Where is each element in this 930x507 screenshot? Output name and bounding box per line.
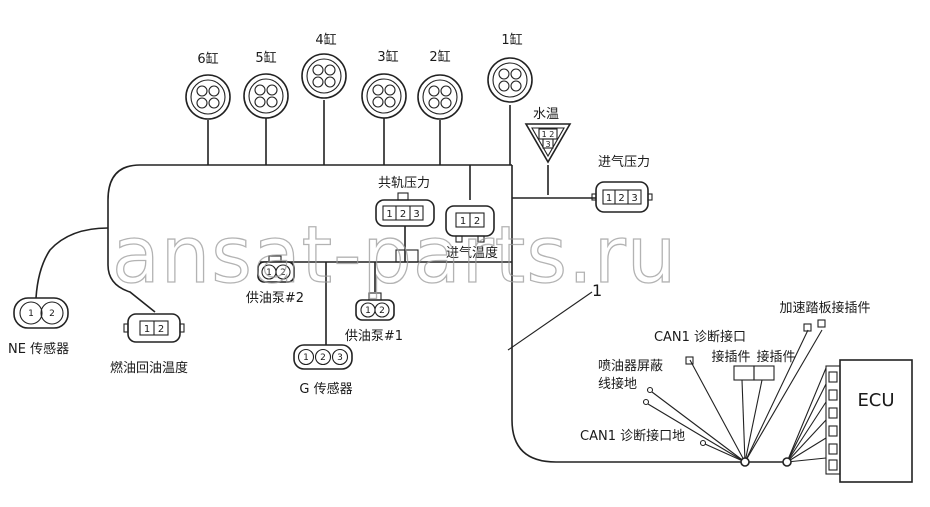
ne-sensor-connector: 1 2 — [13, 297, 69, 329]
svg-text:2: 2 — [320, 353, 326, 363]
intake-temp-label: 进气温度 — [446, 245, 498, 261]
intake-pressure-sensor: 1 2 3 — [591, 181, 653, 213]
intake-temp-sensor: 1 2 — [445, 205, 495, 243]
svg-text:2: 2 — [280, 268, 286, 278]
svg-text:1: 1 — [606, 193, 612, 204]
injector-3 — [361, 73, 407, 119]
injector-6-label: 6缸 — [197, 51, 218, 67]
ecu-label: ECU — [857, 390, 894, 411]
injector-shield-ground-label-line1: 喷油器屏蔽 — [598, 359, 663, 374]
svg-text:2: 2 — [379, 306, 385, 316]
svg-text:2: 2 — [400, 209, 406, 220]
injector-4-label: 4缸 — [315, 32, 336, 48]
watermark-text: ansat-parts.ru — [112, 211, 677, 301]
water-temp-sensor: 1 2 3 — [524, 123, 572, 164]
injector-5-label: 5缸 — [255, 50, 276, 66]
injector-4 — [301, 53, 347, 99]
svg-text:3: 3 — [631, 193, 637, 204]
ne-sensor-label: NE 传感器 — [8, 341, 69, 357]
svg-text:2: 2 — [158, 324, 164, 335]
splice-box — [395, 249, 419, 263]
fuel-return-temp-connector: 1 2 — [123, 313, 185, 343]
svg-text:1: 1 — [144, 324, 150, 335]
injector-2 — [417, 74, 463, 120]
injector-1 — [487, 57, 533, 103]
accel-pedal-label: 加速踏板接插件 — [779, 300, 870, 316]
injector-5 — [243, 73, 289, 119]
svg-text:1: 1 — [303, 353, 309, 363]
plug-b-label: 接插件 — [756, 349, 795, 365]
injector-2-label: 2缸 — [429, 49, 450, 65]
injector-6 — [185, 74, 231, 120]
can1-diag-ground-label: CAN1 诊断接口地 — [580, 428, 685, 444]
svg-text:2: 2 — [618, 193, 624, 204]
svg-text:1: 1 — [386, 209, 392, 220]
ecu-unit — [825, 359, 913, 483]
fuel-return-temp-label: 燃油回油温度 — [110, 360, 188, 376]
branch-to-ne — [35, 227, 109, 299]
injector-shield-ground-label-line2: 线接地 — [598, 376, 637, 392]
upper-harness-trunk — [107, 164, 512, 313]
injector-3-label: 3缸 — [377, 49, 398, 65]
g-sensor-label: G 传感器 — [299, 381, 352, 397]
fuel-pump-1-label: 供油泵#1 — [345, 329, 403, 344]
svg-text:3: 3 — [413, 209, 419, 220]
svg-text:3: 3 — [337, 353, 343, 363]
rail-pressure-sensor: 1 2 3 — [375, 192, 435, 227]
svg-text:1: 1 — [28, 309, 34, 319]
intake-pressure-label: 进气压力 — [598, 154, 650, 170]
right-harness-trunk — [511, 165, 745, 463]
svg-text:3: 3 — [545, 140, 550, 149]
svg-text:2: 2 — [49, 309, 55, 319]
plug-a-label: 接插件 — [711, 349, 750, 365]
svg-text:1: 1 — [365, 306, 371, 316]
g-sensor-connector: 1 2 3 — [293, 344, 353, 370]
svg-text:1 2: 1 2 — [542, 130, 555, 139]
callout-leader — [507, 291, 593, 351]
rail-pressure-label: 共轨压力 — [378, 176, 430, 191]
ecu-fan-wires — [642, 319, 827, 467]
fuel-pump-2-label: 供油泵#2 — [246, 291, 304, 306]
svg-text:2: 2 — [474, 216, 480, 227]
can1-diag-label: CAN1 诊断接口 — [654, 329, 746, 345]
injector-1-label: 1缸 — [501, 32, 522, 48]
fuel-pump-1-connector: 1 2 — [355, 292, 395, 321]
callout-number: 1 — [592, 281, 602, 300]
fuel-pump-2-connector: 1 2 — [257, 255, 295, 283]
svg-text:1: 1 — [266, 268, 272, 278]
water-temp-label: 水温 — [533, 107, 559, 122]
svg-text:1: 1 — [460, 216, 466, 227]
